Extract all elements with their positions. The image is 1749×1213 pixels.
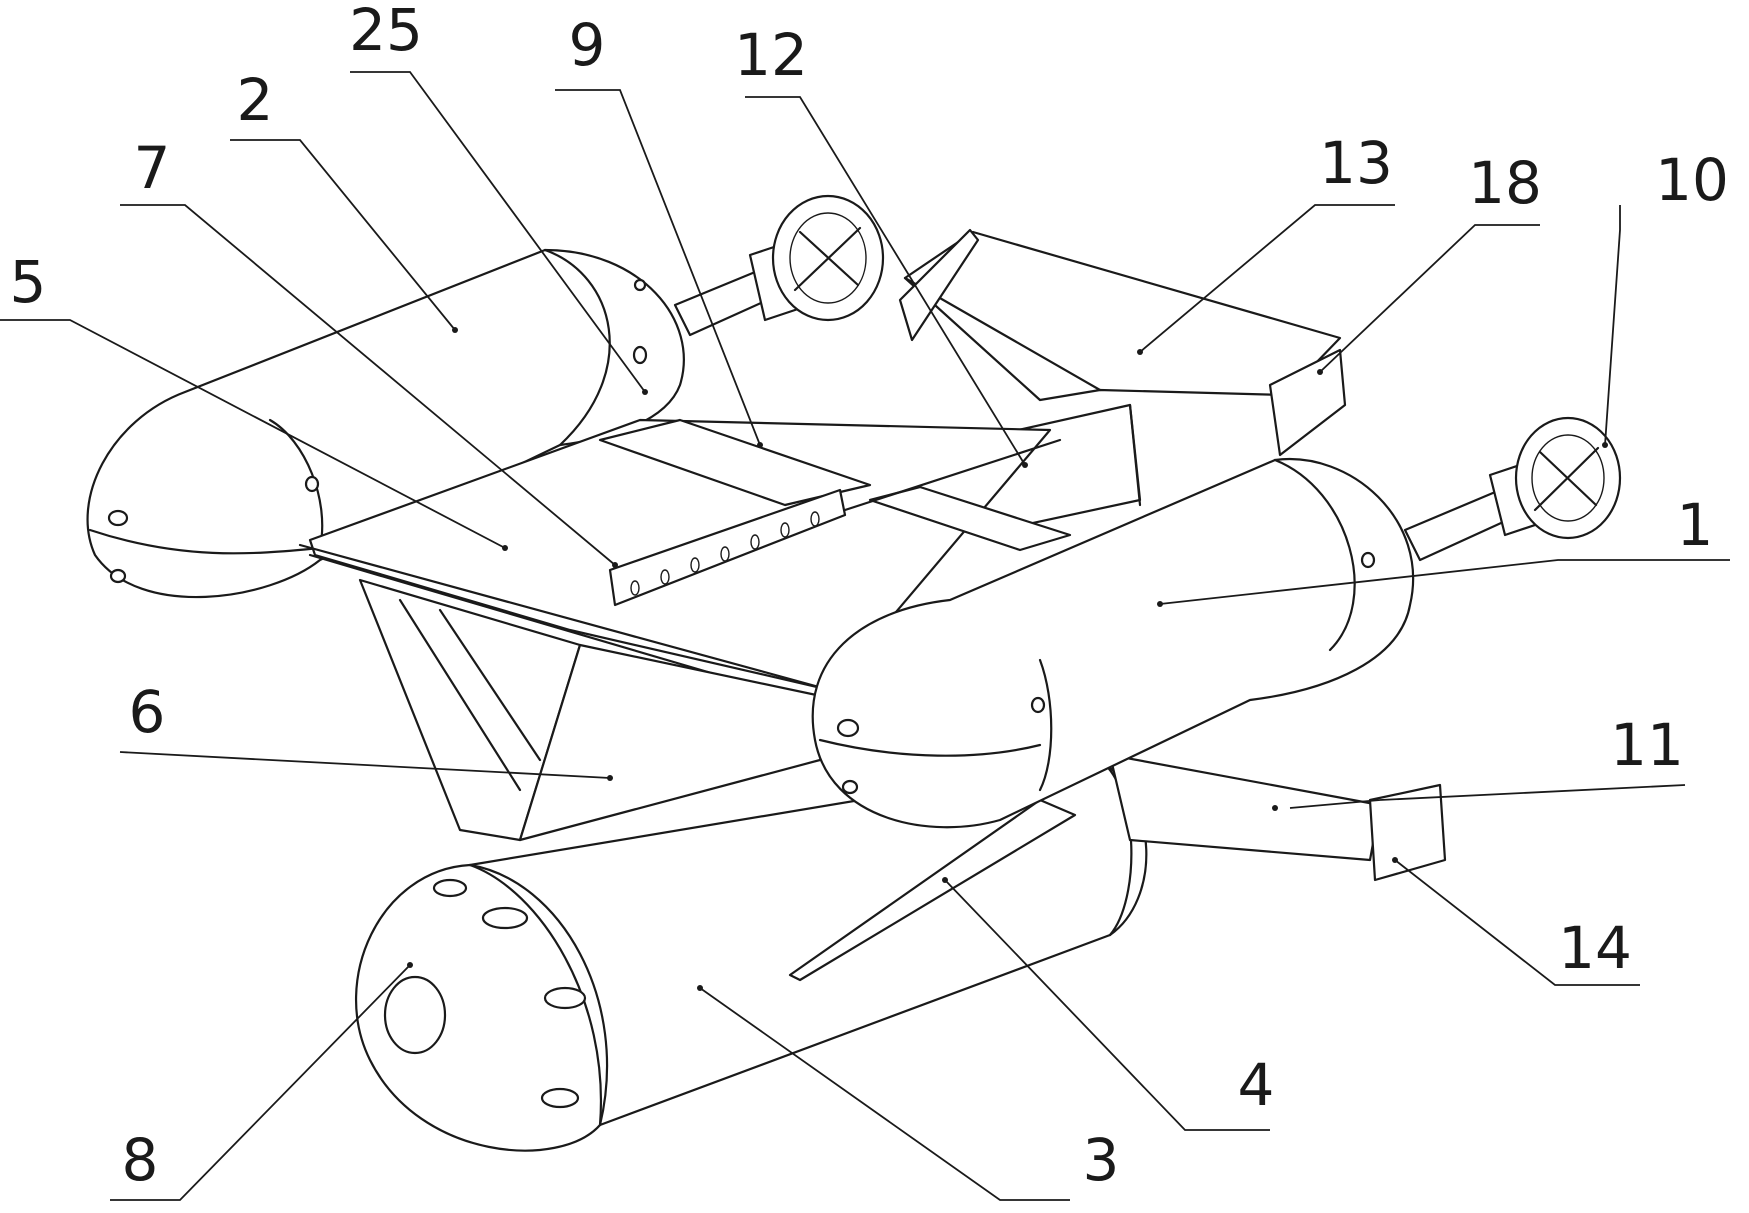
label-10: 10 (1655, 146, 1729, 214)
label-14: 14 (1558, 914, 1632, 982)
right-thruster-10 (1405, 418, 1620, 560)
label-11: 11 (1610, 711, 1684, 779)
label-13: 13 (1319, 129, 1393, 197)
label-2: 2 (237, 66, 274, 134)
label-6: 6 (129, 678, 166, 746)
label-4: 4 (1238, 1051, 1275, 1119)
label-8: 8 (122, 1126, 159, 1194)
rear-plate-13 (900, 230, 1340, 400)
left-thruster (675, 196, 883, 335)
label-3: 3 (1083, 1126, 1120, 1194)
label-5: 5 (10, 248, 47, 316)
label-12: 12 (734, 21, 808, 89)
fin-11 (1110, 755, 1380, 860)
label-18: 18 (1468, 149, 1542, 217)
label-1: 1 (1677, 491, 1714, 559)
label-25: 25 (349, 0, 423, 64)
label-9: 9 (569, 11, 606, 79)
label-7: 7 (134, 134, 171, 202)
